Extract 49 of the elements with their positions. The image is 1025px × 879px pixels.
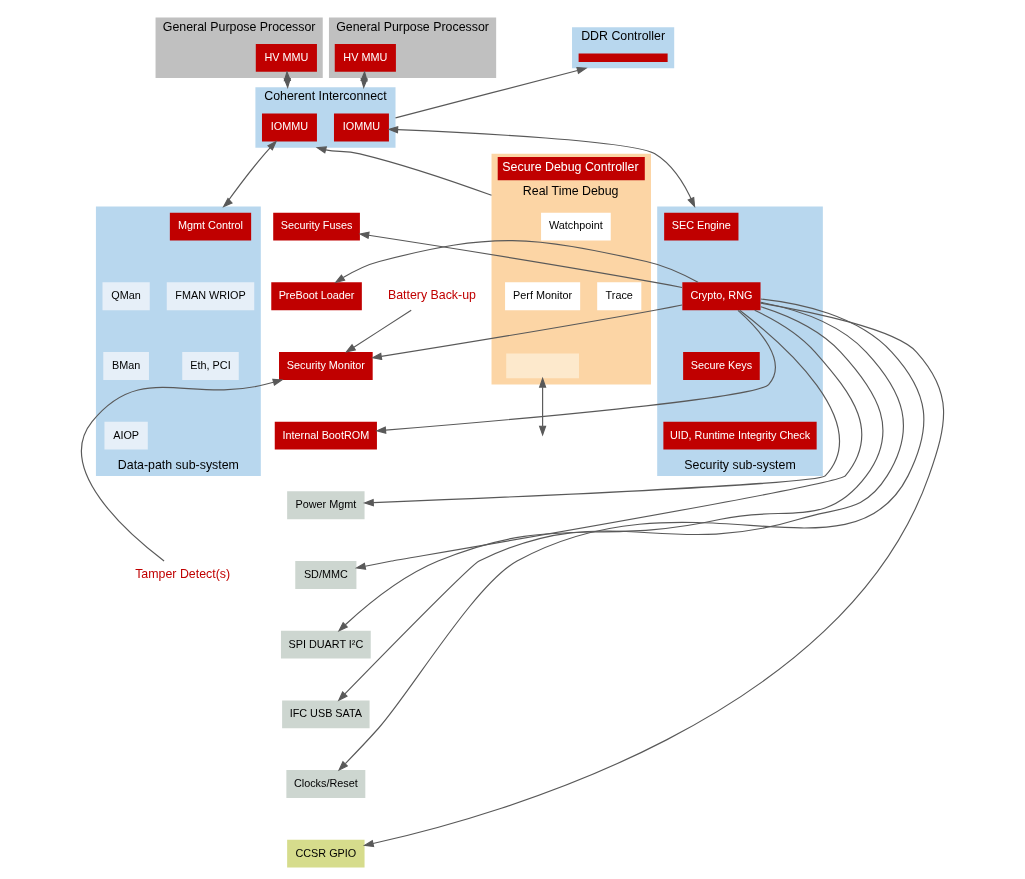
node-box: Perf Monitor bbox=[505, 282, 581, 311]
arrow bbox=[81, 378, 284, 562]
cluster: DDR Controller bbox=[572, 27, 675, 69]
node-box: UID, Runtime Integrity Check bbox=[663, 421, 817, 450]
arrow bbox=[358, 231, 683, 289]
arrow bbox=[363, 309, 840, 507]
arrow bbox=[345, 309, 412, 353]
arrow bbox=[354, 309, 863, 570]
arrow bbox=[334, 240, 699, 284]
node-box: SPI DUART I²C bbox=[280, 630, 371, 659]
node-text: Tamper Detect(s) bbox=[135, 566, 231, 581]
node-box: Crypto, RNG bbox=[682, 282, 761, 311]
arrow bbox=[371, 304, 683, 361]
arrow bbox=[337, 301, 904, 702]
node-box: Power Mgmt bbox=[287, 491, 365, 520]
node-box: Watchpoint bbox=[541, 212, 611, 241]
node-box: HV MMU bbox=[255, 43, 317, 72]
node-box: Security Monitor bbox=[279, 352, 373, 380]
node-box: Clocks/Reset bbox=[286, 770, 366, 798]
node-box: Secure Keys bbox=[683, 352, 760, 380]
node-box: QMan bbox=[102, 282, 150, 311]
node-text: Battery Back-up bbox=[387, 288, 476, 303]
node-box: SEC Engine bbox=[664, 212, 739, 241]
node-box: IOMMU bbox=[334, 113, 389, 142]
arrow bbox=[375, 309, 776, 434]
node-box: FMAN WRIOP bbox=[166, 282, 255, 311]
arrow bbox=[337, 306, 884, 632]
node-box: Mgmt Control bbox=[169, 212, 252, 241]
node-box bbox=[506, 353, 579, 379]
arrow bbox=[337, 298, 925, 772]
arrow bbox=[315, 146, 493, 196]
node-box: Security Fuses bbox=[273, 212, 360, 241]
node-box: SD/MMC bbox=[295, 561, 357, 589]
node-box: AIOP bbox=[104, 421, 148, 450]
node-box: IFC USB SATA bbox=[282, 700, 370, 729]
node-bar bbox=[578, 53, 668, 63]
node-box: HV MMU bbox=[334, 43, 396, 72]
node-box: Trace bbox=[597, 282, 642, 311]
arrow bbox=[394, 66, 588, 119]
node-box: BMan bbox=[103, 352, 149, 380]
arrow bbox=[222, 140, 278, 208]
arrow bbox=[362, 302, 945, 848]
node-box: CCSR GPIO bbox=[287, 839, 365, 868]
node-box: IOMMU bbox=[262, 113, 317, 142]
arrow bbox=[538, 376, 547, 437]
node-box: Eth, PCI bbox=[182, 352, 239, 380]
node-box: Internal BootROM bbox=[274, 421, 377, 450]
node-box: PreBoot Loader bbox=[271, 282, 362, 311]
arrow bbox=[387, 125, 696, 209]
